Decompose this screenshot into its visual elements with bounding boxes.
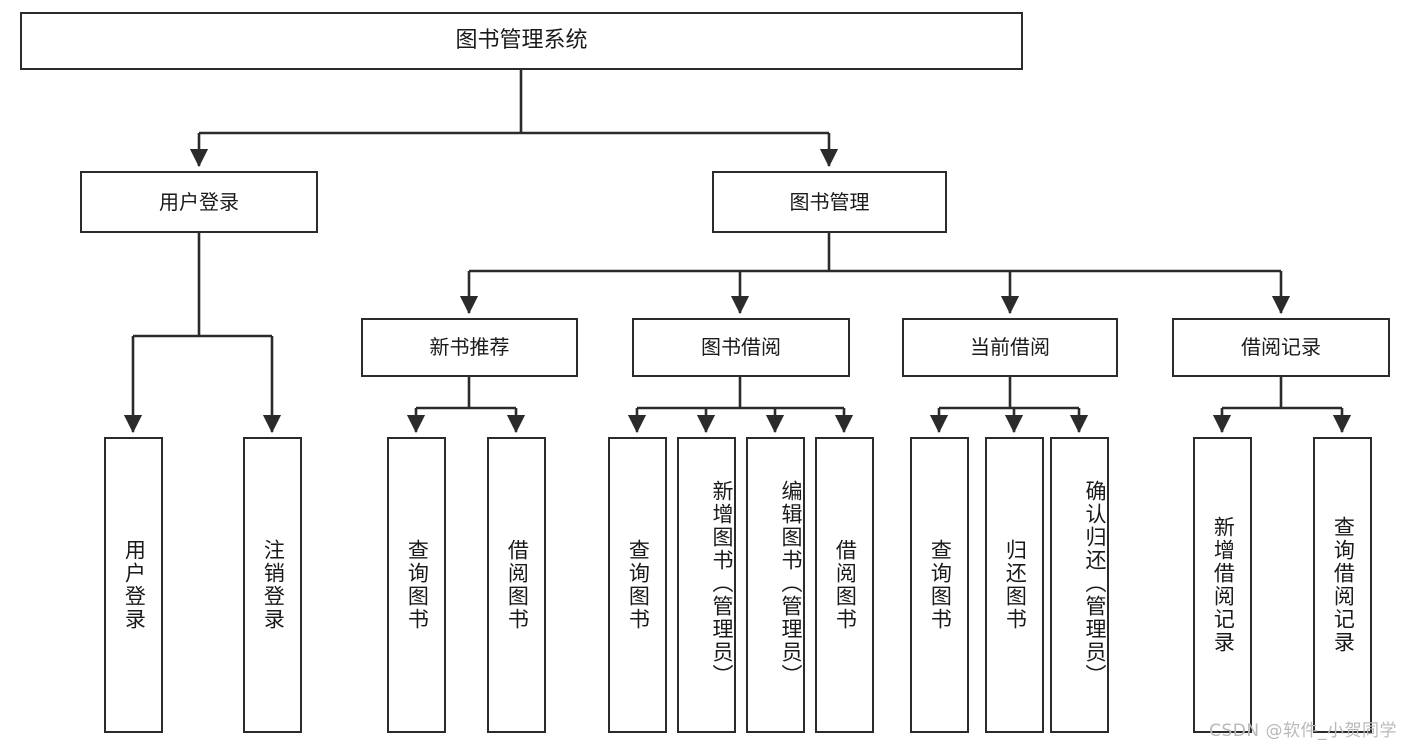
node-label: 借阅图书 xyxy=(505,539,530,631)
node-label: 归还图书 xyxy=(1003,539,1028,631)
node-label: 借阅图书 xyxy=(833,539,858,631)
leaf-query-book-current[interactable]: 查询图书 xyxy=(910,437,969,733)
leaf-confirm-return-admin[interactable]: 确认归还（管理员） xyxy=(1050,437,1109,733)
leaf-return-book[interactable]: 归还图书 xyxy=(985,437,1044,733)
leaf-query-book-borrow[interactable]: 查询图书 xyxy=(608,437,667,733)
node-label: 查询借阅记录 xyxy=(1331,516,1356,654)
node-label: 确认归还（管理员） xyxy=(1083,479,1107,687)
node-label: 新增借阅记录 xyxy=(1211,516,1236,654)
leaf-user-login[interactable]: 用户登录 xyxy=(104,437,163,733)
leaf-borrow-book[interactable]: 借阅图书 xyxy=(815,437,874,733)
node-label: 用户登录 xyxy=(122,539,147,631)
node-new-book-recommend[interactable]: 新书推荐 xyxy=(361,318,578,377)
node-borrow-records[interactable]: 借阅记录 xyxy=(1172,318,1390,377)
leaf-query-borrow-record[interactable]: 查询借阅记录 xyxy=(1313,437,1372,733)
node-current-borrow[interactable]: 当前借阅 xyxy=(902,318,1118,377)
node-label: 图书借阅 xyxy=(701,335,781,360)
node-user-login[interactable]: 用户登录 xyxy=(80,171,318,233)
leaf-query-book-recommend[interactable]: 查询图书 xyxy=(387,437,446,733)
node-label: 借阅记录 xyxy=(1241,335,1321,360)
node-label: 当前借阅 xyxy=(970,335,1050,360)
node-label: 编辑图书（管理员） xyxy=(779,479,803,687)
leaf-logout[interactable]: 注销登录 xyxy=(243,437,302,733)
node-label: 图书管理系统 xyxy=(455,27,588,53)
node-label: 查询图书 xyxy=(405,539,430,631)
node-label: 新增图书（管理员） xyxy=(710,479,734,687)
leaf-add-book-admin[interactable]: 新增图书（管理员） xyxy=(677,437,736,733)
node-book-borrow[interactable]: 图书借阅 xyxy=(632,318,850,377)
leaf-add-borrow-record[interactable]: 新增借阅记录 xyxy=(1193,437,1252,733)
node-label: 用户登录 xyxy=(159,189,239,214)
leaf-borrow-book-recommend[interactable]: 借阅图书 xyxy=(487,437,546,733)
node-root[interactable]: 图书管理系统 xyxy=(20,12,1023,70)
node-label: 查询图书 xyxy=(626,539,651,631)
node-label: 查询图书 xyxy=(928,539,953,631)
node-label: 图书管理 xyxy=(789,189,870,214)
csdn-watermark: CSDN @软件_小贺同学 xyxy=(1209,721,1397,741)
node-label: 注销登录 xyxy=(261,539,286,631)
leaf-edit-book-admin[interactable]: 编辑图书（管理员） xyxy=(746,437,805,733)
node-label: 新书推荐 xyxy=(429,335,510,360)
node-book-management[interactable]: 图书管理 xyxy=(712,171,947,233)
